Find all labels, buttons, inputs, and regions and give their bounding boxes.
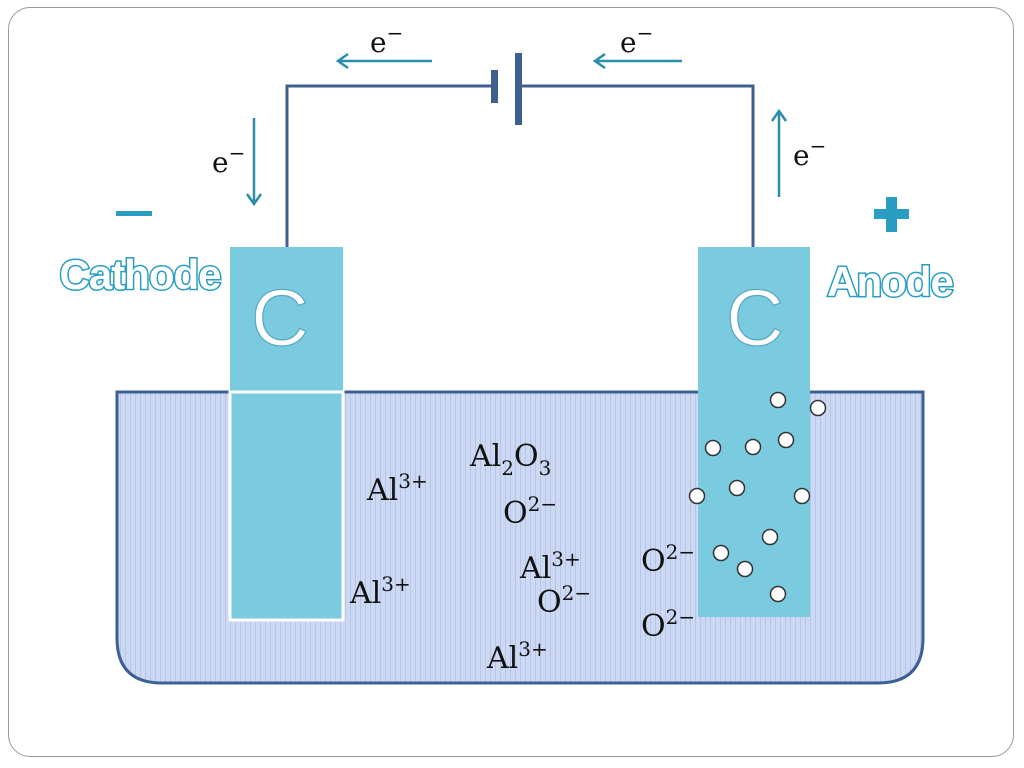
ion-label: Al3+ [486, 637, 548, 676]
gas-bubble [793, 487, 811, 505]
electron-label: e− [370, 21, 403, 59]
circuit-wire-right [520, 84, 755, 248]
compound-label: Al2O3 [469, 439, 551, 480]
gas-bubble [728, 479, 746, 497]
gas-bubble [777, 431, 795, 449]
electron-label: e− [620, 21, 653, 59]
gas-bubble [769, 391, 787, 409]
gas-bubble [736, 560, 754, 578]
gas-bubble [712, 544, 730, 562]
gas-bubble [688, 487, 706, 505]
gas-bubble [809, 399, 827, 417]
electron-label: e− [212, 141, 245, 179]
ion-label: O2− [641, 605, 695, 644]
ion-label: O2− [537, 581, 591, 620]
electron-arrow-up [770, 108, 788, 197]
gas-bubble [704, 439, 722, 457]
anode-label: Anode [827, 258, 953, 305]
cathode-electrode-submerged [228, 390, 345, 622]
ion-label: Al3+ [366, 469, 428, 508]
ion-label: Al3+ [519, 547, 581, 586]
battery-icon [491, 53, 522, 125]
electron-arrow-down [245, 118, 263, 207]
gas-bubbles [688, 391, 827, 603]
electron-arrow-top-right [592, 52, 682, 70]
electron-label: e− [793, 134, 826, 172]
circuit-wire [285, 84, 493, 248]
anode-electrode-label: C [726, 273, 784, 362]
cathode-label: Cathode [60, 251, 221, 298]
gas-bubble [761, 528, 779, 546]
gas-bubble [744, 438, 762, 456]
electron-arrow-top-left [335, 52, 432, 70]
ion-label: Al3+ [349, 572, 411, 611]
gas-bubble [769, 585, 787, 603]
ion-label: O2− [641, 540, 695, 579]
anode-sign [874, 197, 909, 232]
cathode-electrode-above [230, 247, 343, 393]
ion-label: O2− [503, 492, 557, 531]
cathode-electrode-label: C [251, 273, 309, 362]
cathode-sign [116, 211, 152, 216]
